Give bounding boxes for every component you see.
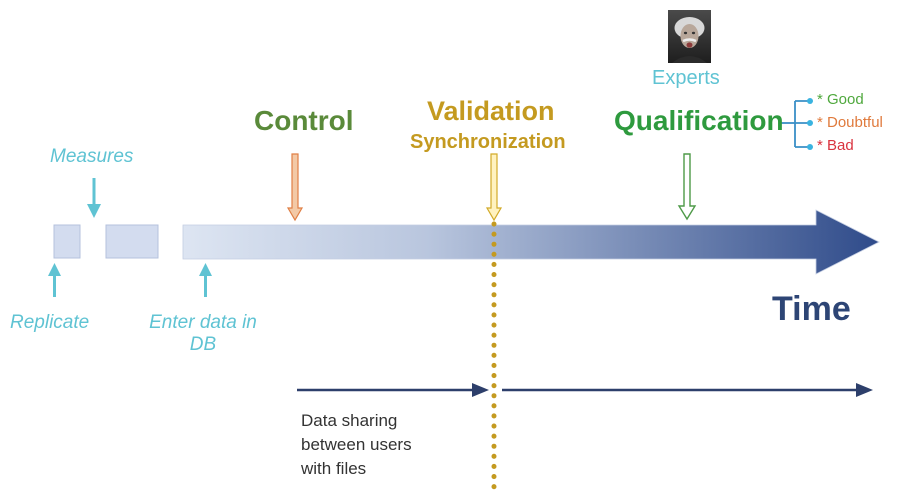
quality-bad: * Bad (817, 137, 854, 154)
replicate-arrow (48, 263, 61, 297)
expert-portrait-icon (668, 10, 711, 63)
time-label: Time (772, 290, 851, 328)
data-sharing-label: Data sharing between users with files (301, 409, 412, 481)
experts-label: Experts (652, 67, 720, 89)
synchronization-label: Synchronization (410, 131, 566, 153)
good-dot (807, 98, 813, 104)
control-label: Control (254, 105, 354, 136)
control-arrow (286, 153, 304, 222)
data-sharing-line-3: with files (301, 459, 367, 478)
quality-good: * Good (817, 91, 864, 108)
data-sharing-line-2: between users (301, 435, 412, 454)
sharing-arrow-after (502, 383, 873, 397)
enter-data-line-2: DB (189, 334, 217, 355)
measures-label: Measures (50, 146, 134, 167)
replicate-box (53, 224, 81, 259)
qualification-label: Qualification (614, 105, 784, 136)
enter-data-label: Enter data in DB (140, 312, 266, 356)
replicate-label: Replicate (10, 312, 90, 333)
validation-label: Validation (427, 96, 555, 126)
bad-dot (807, 144, 813, 150)
qualification-arrow (677, 153, 697, 221)
measures-box (105, 224, 159, 259)
doubtful-dot (807, 120, 813, 126)
enter-data-arrow (199, 263, 212, 297)
validation-arrow (485, 153, 503, 222)
quality-doubtful: * Doubtful (817, 114, 883, 131)
measures-arrow (87, 178, 101, 218)
sharing-arrow-before (297, 383, 489, 397)
timeline-arrow (182, 209, 880, 275)
enter-data-line-1: Enter data in (149, 312, 257, 333)
data-sharing-line-1: Data sharing (301, 411, 398, 430)
